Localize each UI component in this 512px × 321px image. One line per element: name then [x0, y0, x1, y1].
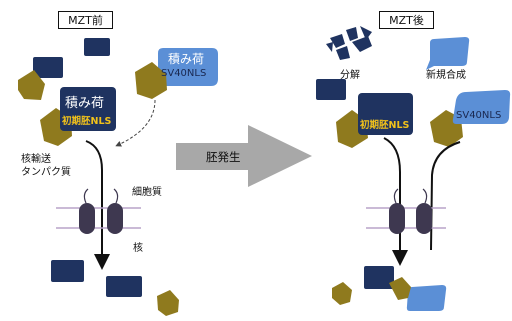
- embryogenesis-label: 胚発生: [206, 150, 241, 164]
- import-arrow-right-1: [383, 137, 408, 266]
- transport-protein-shape-4: [157, 290, 179, 316]
- right-embryonic-cargo-shape: [358, 93, 413, 135]
- new-synthesis-label: 新規合成: [426, 70, 466, 81]
- transport-protein-shape-8: [389, 277, 411, 300]
- pore-filament-1: [83, 188, 89, 204]
- nuclear-pore-right-a: [389, 203, 405, 234]
- cytoplasm-label: 細胞質: [132, 187, 162, 198]
- transport-protein-label: 核輸送 タンパク質: [21, 154, 71, 178]
- dashed-binding-arrow: [115, 99, 156, 147]
- import-arrow-left: [85, 140, 110, 270]
- right-sv40-nls-label: SV40NLS: [456, 110, 502, 121]
- nucleus-cargo-1: [51, 260, 84, 282]
- right-sv40-cargo-shape: [452, 90, 511, 124]
- nuclear-pore-right-b: [416, 203, 432, 234]
- post-mzt-title: MZT後: [379, 11, 434, 29]
- embryonic-cargo-shape: [60, 87, 116, 131]
- sv40-cargo-shape: [158, 48, 218, 86]
- import-arrow-right-2: [430, 141, 461, 251]
- right-cargo-navy-1: [316, 79, 346, 100]
- transport-protein-shape-2: [135, 62, 167, 99]
- nuclear-pore-left-b: [107, 203, 123, 234]
- transport-protein-shape-1: [18, 70, 45, 100]
- embryonic-nls-label: 初期胚NLS: [62, 116, 112, 127]
- sv40-cargo-label: 積み荷: [168, 52, 205, 66]
- nucleus-label: 核: [133, 243, 143, 254]
- pre-mzt-title: MZT前: [58, 11, 113, 29]
- right-nucleus-cargo-1: [364, 266, 394, 289]
- nucleus-cargo-2: [106, 276, 142, 297]
- pore-filament-3: [393, 188, 399, 204]
- nuclear-pore-left-a: [79, 203, 95, 234]
- cargo-navy-1: [84, 38, 110, 56]
- embryonic-cargo-label: 積み荷: [65, 96, 105, 111]
- pore-filament-2: [113, 188, 119, 204]
- degradation-label: 分解: [340, 70, 360, 81]
- degraded-cargo-fragments: [326, 26, 372, 60]
- right-embryonic-nls-label: 初期胚NLS: [360, 120, 410, 131]
- sv40-nls-label-left: SV40NLS: [161, 68, 207, 79]
- new-synthesis-cargo: [426, 37, 470, 70]
- embryogenesis-arrow: [176, 125, 312, 187]
- right-nucleus-sv40-cargo: [406, 285, 447, 311]
- transport-protein-shape-7: [332, 282, 352, 305]
- pore-filament-4: [422, 188, 428, 204]
- cargo-navy-2: [33, 57, 63, 78]
